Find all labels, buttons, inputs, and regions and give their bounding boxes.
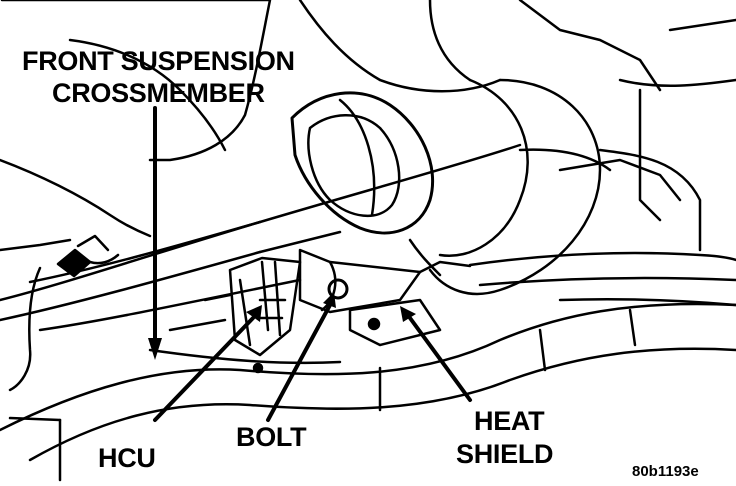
hcu-unit bbox=[168, 256, 302, 374]
leader-arrows bbox=[153, 106, 472, 422]
splash-shield bbox=[0, 302, 736, 482]
label-crossmember-line2: CROSSMEMBER bbox=[52, 78, 265, 108]
label-hcu: HCU bbox=[98, 443, 156, 473]
bolt-head bbox=[327, 278, 349, 300]
label-heat-shield-line2: SHIELD bbox=[456, 439, 554, 469]
crossmember-beam bbox=[0, 143, 522, 332]
right-frame bbox=[468, 0, 736, 307]
wire-connector bbox=[8, 234, 120, 392]
steering-tube bbox=[290, 0, 602, 296]
body-panel-outline bbox=[0, 0, 272, 252]
label-crossmember-line1: FRONT SUSPENSION bbox=[22, 46, 295, 76]
arrow-heads bbox=[148, 292, 416, 360]
figure-id: 80b1193e bbox=[632, 463, 699, 480]
label-bolt: BOLT bbox=[236, 422, 307, 452]
label-heat-shield-line1: HEAT bbox=[474, 406, 545, 436]
heat-shield-plate bbox=[298, 248, 472, 347]
